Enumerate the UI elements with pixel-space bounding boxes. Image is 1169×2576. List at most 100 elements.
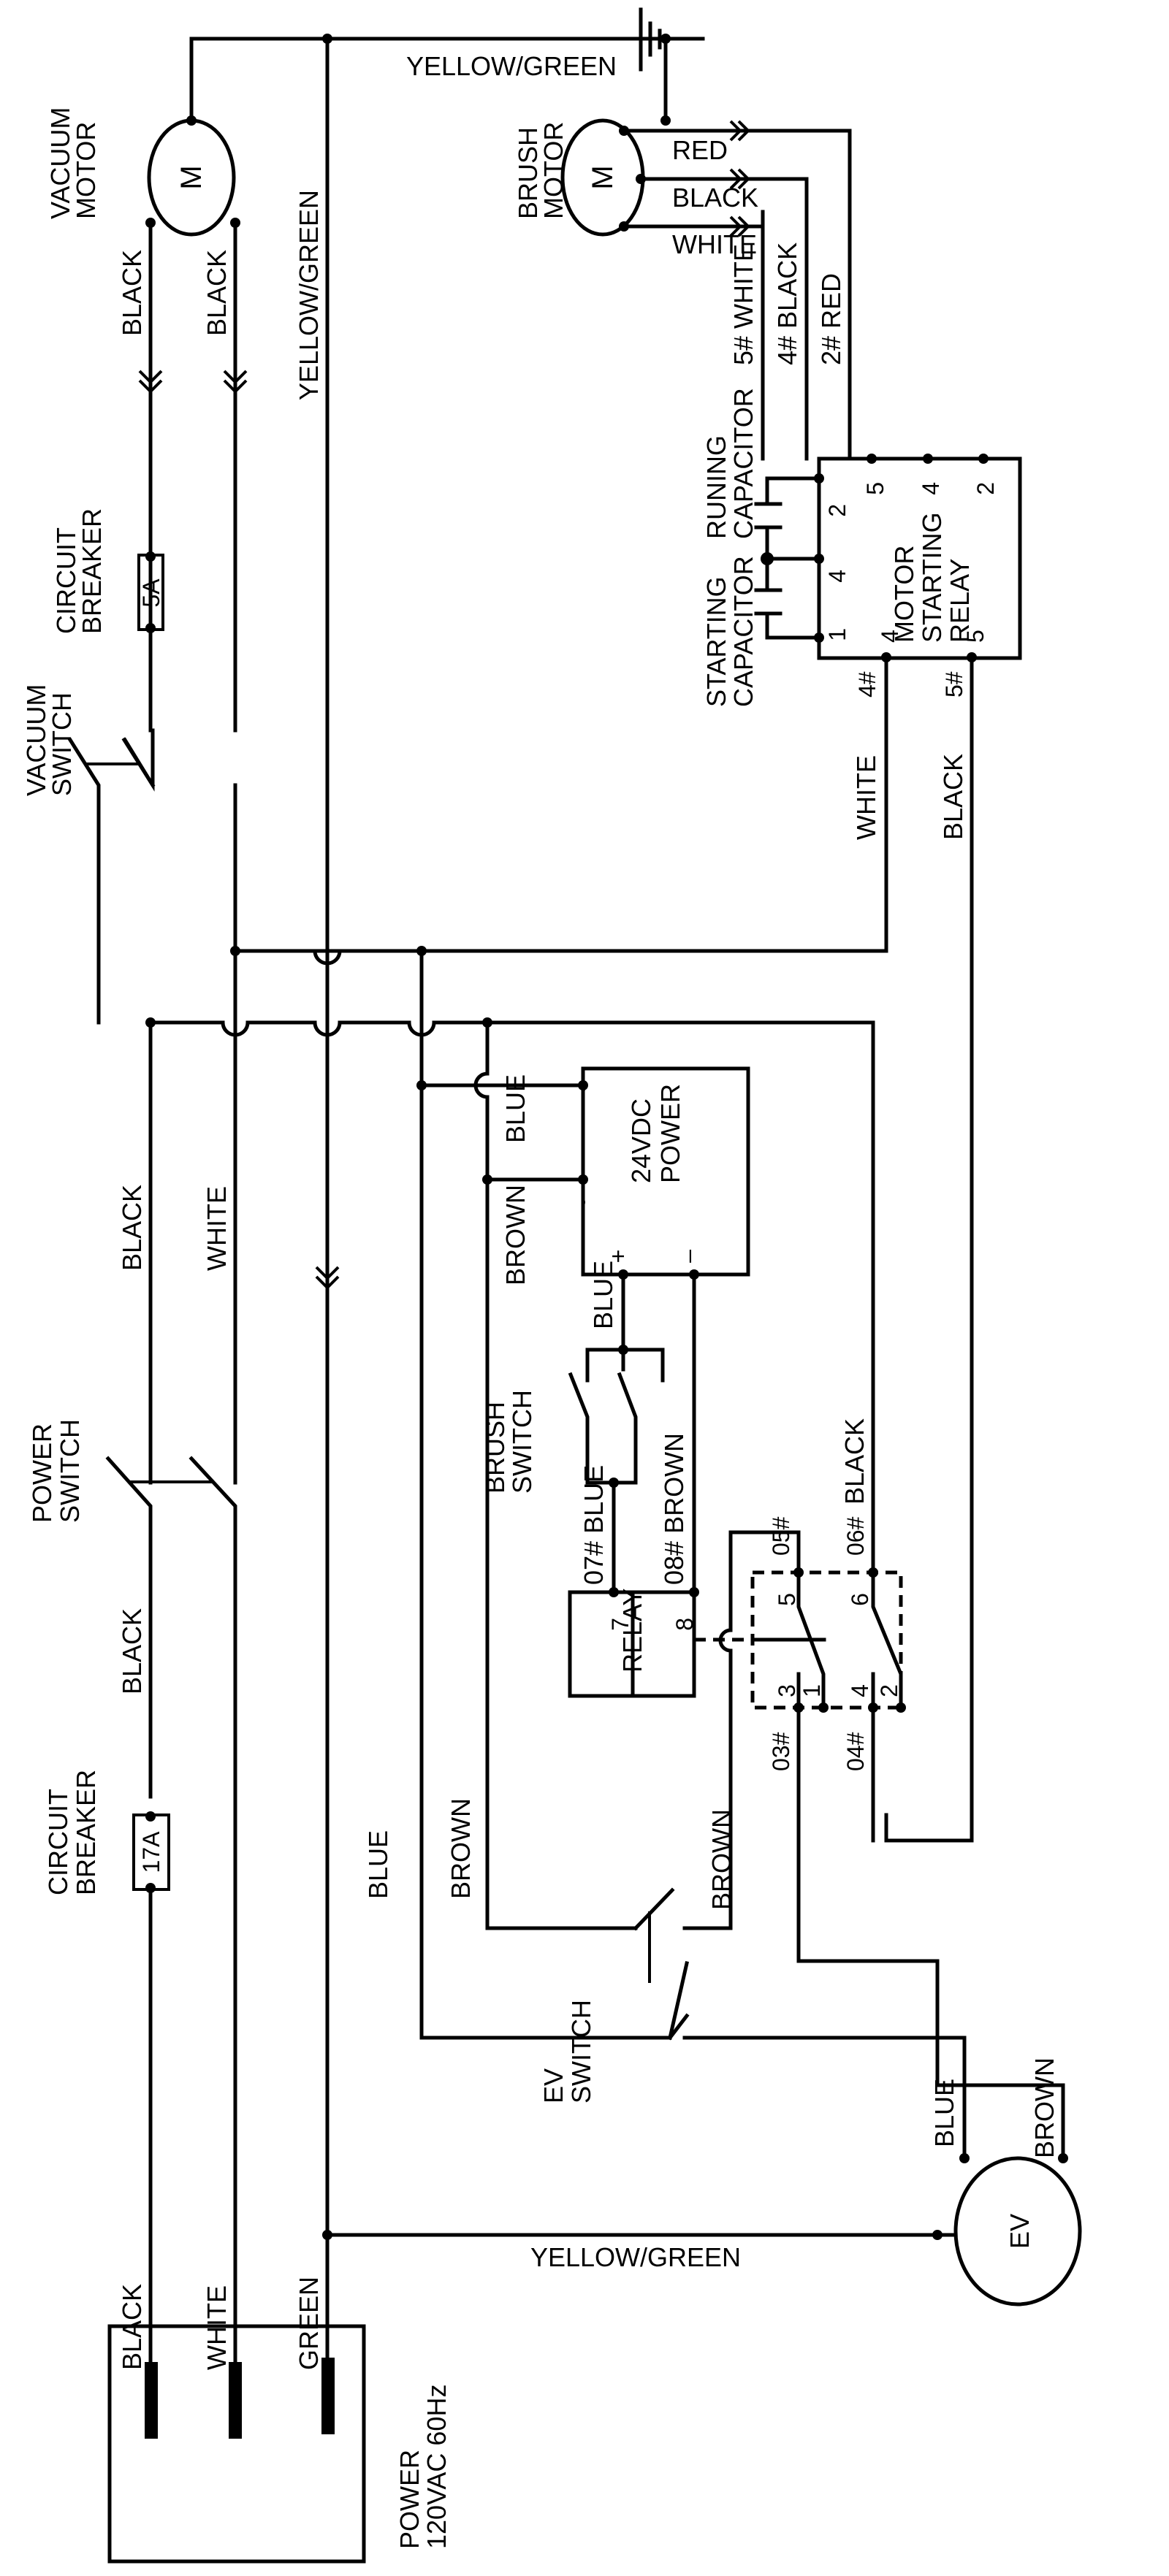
main-bus: BLACK WHITE <box>117 783 875 2040</box>
power-plug: BLACK WHITE GREEN POWER 120VAC 60Hz <box>107 2233 452 2564</box>
brush-motor-leads: RED BLACK WHITE <box>622 120 852 259</box>
wire-label: BLACK <box>202 250 232 336</box>
breaker-rating: 17A <box>138 1831 164 1873</box>
motor-symbol: M <box>175 165 207 189</box>
connector-icon <box>729 215 750 237</box>
component-label: RELAY <box>945 559 975 643</box>
vacuum-motor: M VACUUM MOTOR <box>45 107 240 237</box>
junction-dot <box>578 1174 588 1185</box>
component-label: VACUUM <box>45 107 75 219</box>
wire-label: 4# <box>854 671 880 697</box>
junction-dot <box>978 454 989 464</box>
wire-black <box>884 655 974 1843</box>
component-label: POWER <box>27 1423 57 1523</box>
wire-label: WHITE <box>672 229 757 259</box>
component-label: CAPACITOR <box>728 388 758 539</box>
switch-blade <box>667 2013 690 2041</box>
relay-contacts: 5 6 3 1 4 2 05# 06# BLACK 03# 04# <box>694 1020 940 2087</box>
component-label: SWITCH <box>566 2000 596 2103</box>
wire <box>765 476 821 506</box>
wire-label: RED <box>672 135 728 165</box>
wire-label: 03# <box>768 1732 794 1771</box>
component-label: SWITCH <box>55 1419 85 1523</box>
psu-body <box>581 1066 750 1277</box>
power-switch: POWER SWITCH BLACK <box>27 1419 237 2237</box>
component-label: BREAKER <box>71 1770 101 1895</box>
component-label: CIRCUIT <box>51 527 81 634</box>
motor-symbol: EV <box>1005 2214 1035 2249</box>
pin-label: 5 <box>862 482 888 495</box>
wire-label: BROWN <box>446 1798 476 1899</box>
wire-red <box>622 129 852 214</box>
wire <box>765 611 821 640</box>
ev-motor: EV BLUE BROWN YELLOW/GREEN <box>322 2057 1082 2306</box>
wire-label: 05# <box>768 1516 794 1556</box>
power-supply-24vdc: 24VDC POWER ~ ~ + – BLUE BROWN BLUE <box>419 1020 750 1930</box>
junction-dot <box>660 115 671 126</box>
wire-label: BLUE <box>363 1830 393 1899</box>
wire-brown <box>718 1530 801 1930</box>
relay: 07# BLUE 08# BROWN 7 8 RELAY <box>568 1433 699 1698</box>
wire-label: GREEN <box>294 2277 324 2370</box>
component-label: POWER <box>395 2450 424 2549</box>
wire-blue <box>682 2036 967 2160</box>
plug-blade-hot <box>145 2362 158 2439</box>
capacitors: RUNING CAPACITOR STARTING CAPACITOR <box>701 388 821 707</box>
component-label: BRUSH <box>480 1402 510 1494</box>
wire-label: 5# WHITE <box>728 244 758 365</box>
wire-brown <box>473 1020 490 1182</box>
pin-label: 2 <box>972 482 999 495</box>
wire-label: 04# <box>842 1732 869 1771</box>
motor-symbol: M <box>587 165 619 189</box>
wire-label: BLACK <box>117 1185 147 1271</box>
wire-label: BLACK <box>117 1608 147 1694</box>
junction-dot <box>145 1017 156 1028</box>
component-label: STARTING <box>701 576 731 707</box>
wire-white <box>233 655 888 953</box>
pin-label: 4 <box>877 630 903 643</box>
wire-hot-bus <box>148 1020 875 1602</box>
plus-terminal: + <box>605 1250 631 1264</box>
component-label: 120VAC 60Hz <box>422 2385 452 2549</box>
plug-body <box>107 2324 366 2564</box>
relay-outline <box>568 1590 696 1698</box>
junction-dot <box>867 454 877 464</box>
wire-label: YELLOW/GREEN <box>406 51 617 81</box>
junction-dot <box>660 34 671 44</box>
wire-label: WHITE <box>851 755 881 840</box>
wire-label: 08# BROWN <box>659 1433 689 1585</box>
component-label: CIRCUIT <box>43 1789 73 1895</box>
component-label: BRUSH <box>513 127 543 219</box>
ac-terminal: ~ <box>571 1085 597 1099</box>
wire-label: BROWN <box>500 1185 530 1285</box>
wire-black <box>639 177 809 214</box>
wire-blue <box>419 949 672 2040</box>
ground-icon <box>639 7 662 72</box>
switch-blade <box>871 1570 903 1710</box>
wire-label: YELLOW/GREEN <box>294 190 324 400</box>
wire-label: BLACK <box>117 250 147 336</box>
pin-label: 5 <box>774 1593 800 1606</box>
wire-label: 2# RED <box>816 273 846 365</box>
pin-label: 6 <box>847 1593 873 1606</box>
pin-label: 2 <box>824 504 850 517</box>
connector-icon <box>223 370 248 394</box>
pin-label: 7 <box>607 1618 633 1631</box>
junction-dot <box>761 552 774 565</box>
component-label: STARTING <box>917 512 947 643</box>
pin-label: 4 <box>847 1684 873 1697</box>
switch-blade <box>796 1570 826 1710</box>
breaker-rating: 5A <box>138 578 164 608</box>
component-label: POWER <box>655 1084 685 1183</box>
wire-label: BLACK <box>938 754 968 840</box>
pin-label: 1 <box>824 628 850 641</box>
plug-blade-neutral <box>229 2362 242 2439</box>
plug-blade-ground <box>321 2358 335 2434</box>
junction-dot <box>896 1702 906 1713</box>
pin-label: 1 <box>799 1684 825 1697</box>
switch-blade <box>633 1887 675 1931</box>
junction-dot <box>959 2153 970 2163</box>
component-label: CAPACITOR <box>728 556 758 707</box>
pin-label: 3 <box>774 1684 800 1697</box>
junction-dot <box>145 623 156 633</box>
